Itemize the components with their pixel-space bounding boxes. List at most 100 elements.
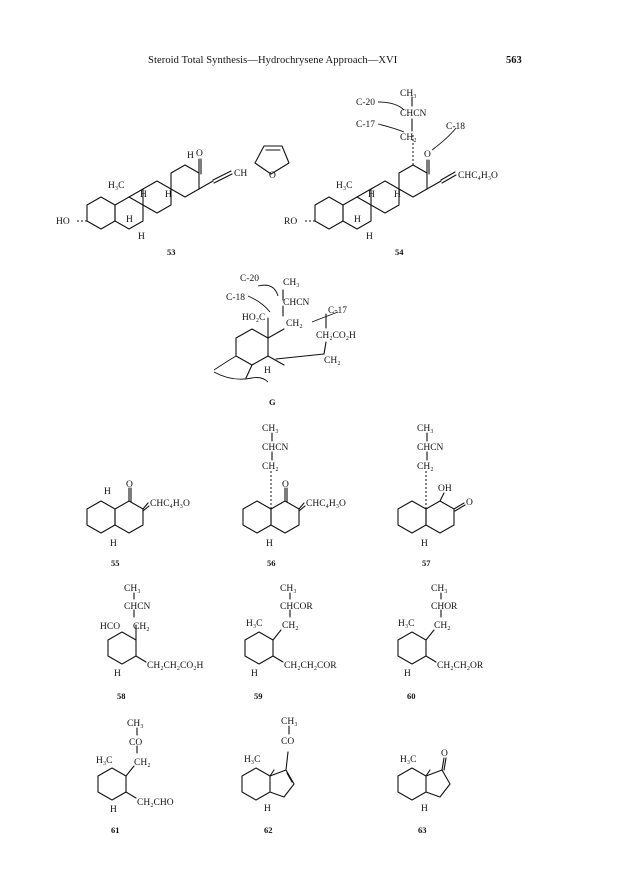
58-ch3: CH₃: [124, 584, 141, 594]
62-co: CO: [281, 737, 294, 747]
60-h: H: [404, 669, 411, 679]
compound-label-59: 59: [254, 691, 263, 701]
54-chc4h3o: CHC₄H₃O: [458, 171, 498, 181]
structure-57: CH₃ CHCN CH₂ OH O H 57: [397, 424, 473, 568]
53-oxo: O: [196, 149, 203, 159]
57-chcn: CHCN: [417, 443, 444, 453]
57-ch2: CH₂: [417, 462, 434, 472]
54-c18: C-18: [446, 122, 465, 132]
61-h: H: [110, 805, 117, 815]
54-c17: C-17: [356, 120, 375, 130]
compound-label-54: 54: [395, 247, 404, 257]
58-side-chain: CH₂CH₂CO₂H: [147, 661, 204, 671]
53-h2: H: [140, 190, 147, 200]
structure-60: CH₃ CHOR H₃C CH₂ CH₂CH₂OR H 60: [397, 584, 484, 701]
54-c20: C-20: [356, 98, 375, 108]
53-furan-o: O: [269, 171, 276, 181]
structure-58: CH₃ CHCN HCO CH₂ CH₂CH₂CO₂H H 58: [100, 584, 204, 701]
compound-label-58: 58: [117, 691, 126, 701]
compound-label-63: 63: [418, 825, 427, 835]
G-ch2co2h: CH₂CO₂H: [316, 331, 356, 341]
G-c17: C-17: [328, 306, 347, 316]
G-ch3: CH₃: [283, 278, 300, 288]
58-hco: HCO: [100, 622, 120, 632]
61-h3c: H₃C: [96, 756, 113, 766]
53-h3: H: [165, 190, 172, 200]
56-h: H: [266, 539, 273, 549]
54-h2: H: [394, 190, 401, 200]
57-oxo: O: [466, 498, 473, 508]
G-chcn: CHCN: [283, 298, 310, 308]
54-h3: H: [354, 215, 361, 225]
58-ch2: CH₂: [133, 622, 150, 632]
structure-62: CH₃ CO H₃C H 62: [241, 717, 298, 835]
63-h: H: [421, 804, 428, 814]
54-ro: RO: [284, 217, 297, 227]
58-chcn: CHCN: [124, 602, 151, 612]
G-c20: C-20: [240, 274, 259, 284]
56-oxo: O: [282, 480, 289, 490]
56-ch2: CH₂: [262, 462, 279, 472]
59-side-chain: CH₂CH₂COR: [284, 661, 337, 671]
53-h3c: H₃C: [108, 181, 125, 191]
structure-59: CH₃ CHCOR H₃C CH₂ CH₂CH₂COR H 59: [244, 584, 337, 701]
55-h-top: H: [104, 487, 111, 497]
G-ho2c: HO₂C: [242, 313, 265, 323]
62-h3c: H₃C: [244, 755, 261, 765]
G-h: H: [264, 366, 271, 376]
60-chor: CHOR: [431, 602, 458, 612]
60-ch3: CH₃: [431, 584, 448, 594]
60-h3c: H₃C: [398, 619, 415, 629]
59-h3c: H₃C: [246, 619, 263, 629]
61-ch3: CH₃: [127, 719, 144, 729]
57-oh: OH: [438, 484, 452, 494]
59-h: H: [251, 669, 258, 679]
G-ch2b: CH₂: [324, 356, 341, 366]
structure-54: CH₃ CHCN CH₂ C-20 C-17 C-18 O CHC₄H₃O H₃…: [284, 89, 498, 257]
59-ch2: CH₂: [282, 621, 299, 631]
structure-61: CH₃ CO H₃C CH₂ CH₂CHO H 61: [96, 719, 174, 835]
60-ch2: CH₂: [434, 621, 451, 631]
53-h4: H: [126, 215, 133, 225]
63-oxo: O: [441, 749, 448, 759]
55-oxo: O: [126, 480, 133, 490]
structure-53: HO H₃C O CH O H H H H H 53: [56, 145, 290, 257]
page-header-title: Steroid Total Synthesis—Hydrochrysene Ap…: [148, 55, 398, 66]
54-chcn: CHCN: [400, 109, 427, 119]
54-h1: H: [368, 190, 375, 200]
60-side-chain: CH₂CH₂OR: [437, 661, 484, 671]
54-h4: H: [366, 232, 373, 242]
59-chcor: CHCOR: [280, 602, 313, 612]
compound-label-53: 53: [167, 247, 176, 257]
53-h5: H: [138, 232, 145, 242]
54-ch2: CH₂: [400, 133, 417, 143]
57-ch3: CH₃: [417, 424, 434, 434]
56-chcn: CHCN: [262, 443, 289, 453]
compound-label-56: 56: [267, 558, 276, 568]
compound-label-60: 60: [407, 691, 416, 701]
structure-56: CH₃ CHCN CH₂ O CHC₄H₃O H 56: [242, 424, 346, 568]
63-h3c: H₃C: [400, 755, 417, 765]
structure-55: H O CHC₄H₃O H 55: [86, 480, 190, 568]
structure-G: C-20 C-18 C-17 CH₃ CHCN HO₂C CH₂ CH₂CO₂H…: [213, 274, 356, 407]
59-ch3: CH₃: [280, 584, 297, 594]
structure-63: H₃C O H 63: [397, 749, 451, 835]
54-ch3: CH₃: [400, 89, 417, 99]
62-ch3: CH₃: [281, 717, 298, 727]
55-chc4h3o: CHC₄H₃O: [150, 499, 190, 509]
53-ch: CH: [234, 169, 247, 179]
G-c18: C-18: [226, 293, 245, 303]
compound-label-55: 55: [111, 558, 120, 568]
61-co: CO: [129, 738, 142, 748]
compound-label-62: 62: [264, 825, 273, 835]
57-h: H: [421, 539, 428, 549]
58-h: H: [114, 669, 121, 679]
page-number: 563: [506, 55, 522, 66]
56-ch3: CH₃: [262, 424, 279, 434]
G-ch2a: CH₂: [286, 319, 303, 329]
compound-label-G: G: [269, 397, 276, 407]
53-ho: HO: [56, 217, 70, 227]
61-side-chain: CH₂CHO: [137, 798, 174, 808]
56-chc4h3o: CHC₄H₃O: [306, 499, 346, 509]
53-h1: H: [187, 151, 194, 161]
